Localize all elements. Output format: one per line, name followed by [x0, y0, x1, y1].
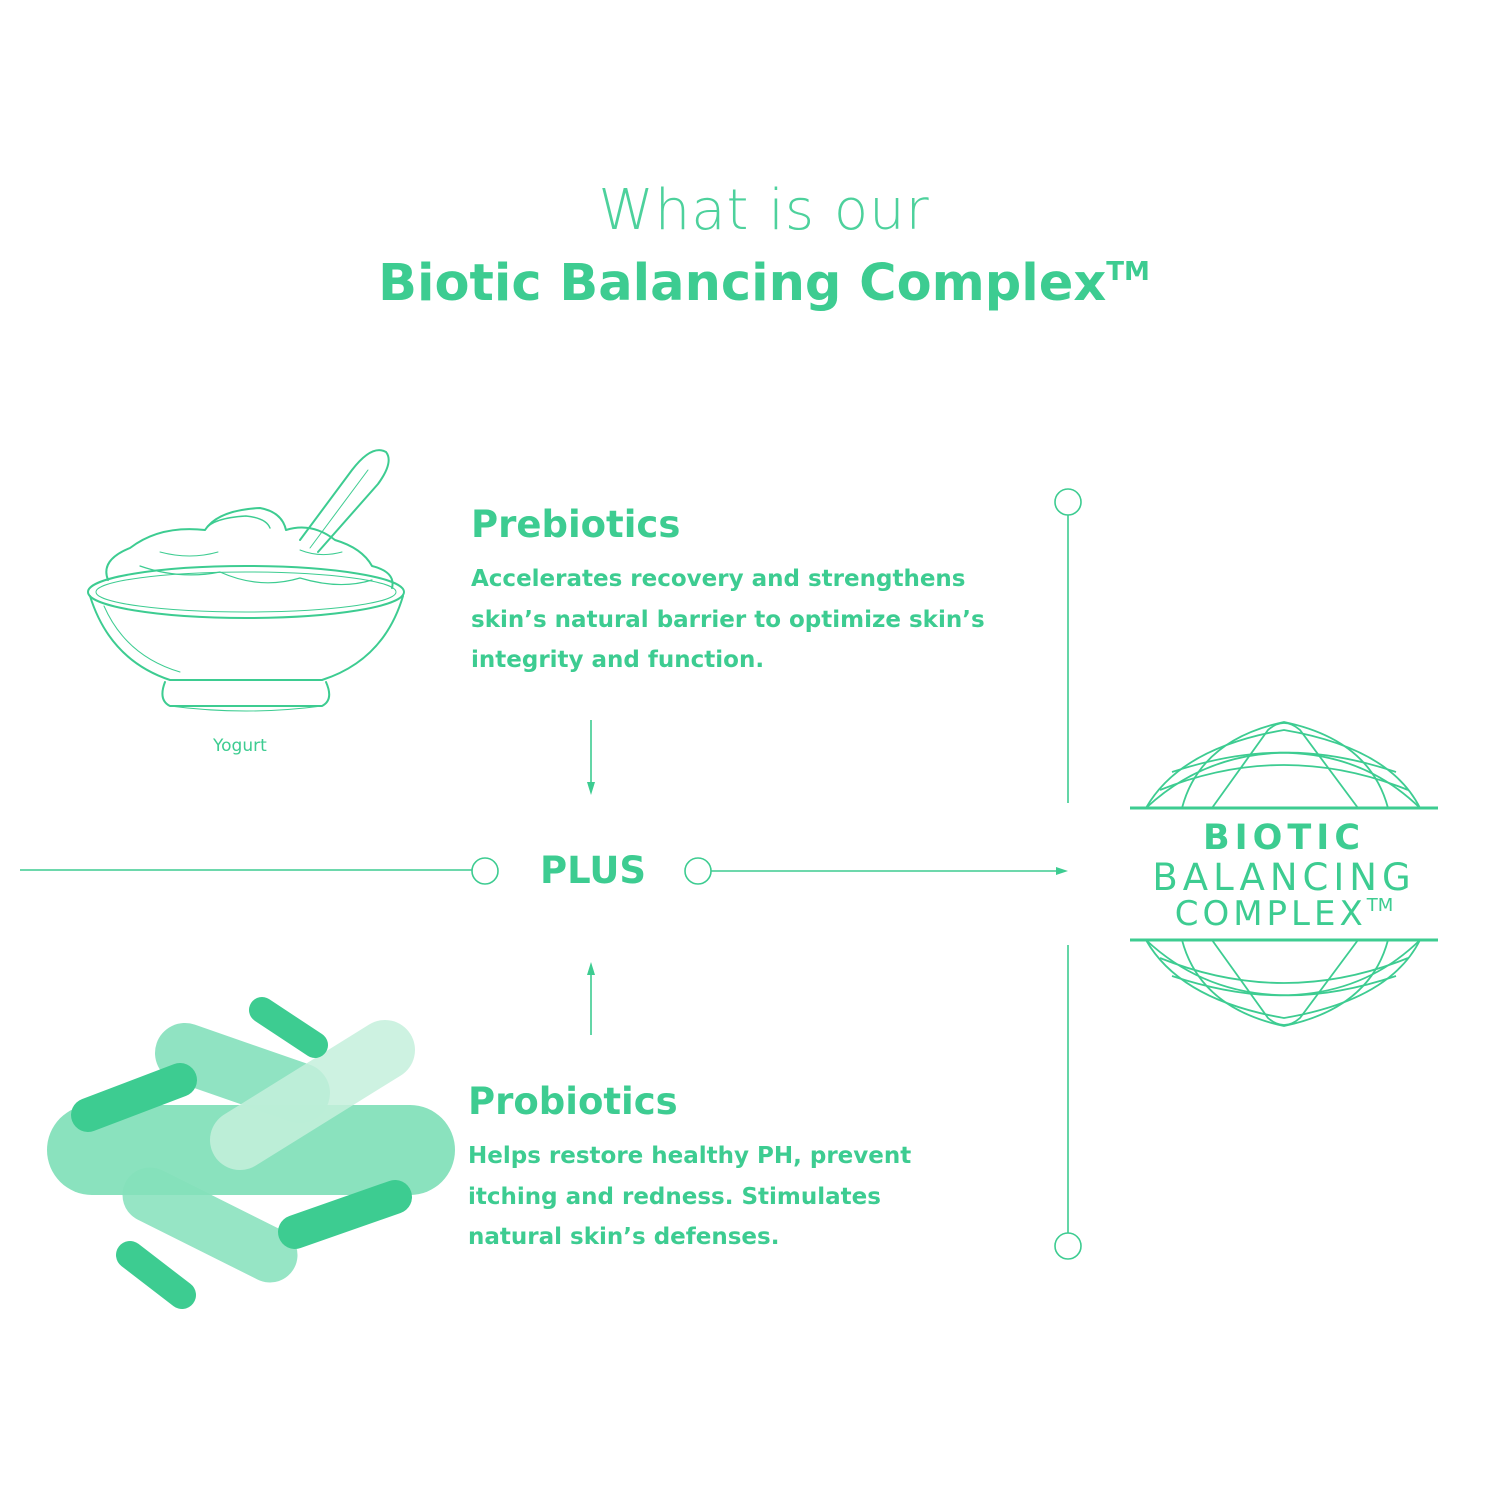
bacteria-rod-2: [71, 1063, 197, 1132]
right-node-circle: [684, 857, 712, 885]
bacteria-blob-lower: [122, 1167, 298, 1283]
prebiotics-description: Accelerates recovery and strengthens ski…: [471, 559, 985, 681]
yogurt-bowl-icon: [87, 449, 405, 712]
connector-lines: [20, 488, 1082, 1260]
bacteria-rod-4: [116, 1241, 196, 1309]
badge-line-3: COMPLEXTM: [1130, 894, 1438, 934]
probiotics-description: Helps restore healthy PH, prevent itchin…: [468, 1136, 911, 1258]
top-node-circle: [1054, 488, 1082, 516]
up-arrow-head: [587, 962, 595, 975]
probiotics-line-3: natural skin’s defenses.: [468, 1224, 780, 1250]
probiotics-heading: Probiotics: [468, 1080, 678, 1123]
prebiotics-line-2: skin’s natural barrier to optimize skin’…: [471, 606, 985, 633]
bacteria-icon: [47, 997, 455, 1309]
title-line-2: Biotic Balancing Complex: [378, 254, 1107, 313]
badge-line-2: BALANCING: [1152, 856, 1416, 899]
probiotics-line-1: Helps restore healthy PH, prevent: [468, 1143, 912, 1169]
down-arrow-head: [587, 782, 595, 795]
left-node-circle: [471, 857, 499, 885]
bacteria-pale-rod: [210, 1020, 415, 1170]
page-title: Biotic Balancing ComplexTM: [0, 254, 1500, 313]
badge-line-1: BIOTIC: [1202, 818, 1366, 858]
prebiotics-line-3: integrity and function.: [471, 647, 765, 673]
probiotics-line-2: itching and redness. Stimulates: [468, 1183, 881, 1210]
badge-trademark: TM: [1366, 895, 1394, 916]
prebiotics-heading: Prebiotics: [471, 503, 681, 546]
bottom-node-circle: [1054, 1232, 1082, 1260]
yogurt-caption: Yogurt: [213, 736, 267, 756]
bacteria-rod-3: [278, 1180, 412, 1249]
right-arrow-head: [1056, 867, 1068, 875]
orbit-emblem-icon: [1130, 721, 1438, 1027]
prebiotics-line-1: Accelerates recovery and strengthens: [471, 566, 966, 592]
title-trademark: TM: [1106, 257, 1150, 287]
plus-label: PLUS: [540, 849, 647, 892]
bacteria-rod-1: [249, 997, 328, 1058]
title-line-1: What is our: [598, 178, 930, 243]
badge-complex-text: COMPLEX: [1174, 894, 1367, 934]
